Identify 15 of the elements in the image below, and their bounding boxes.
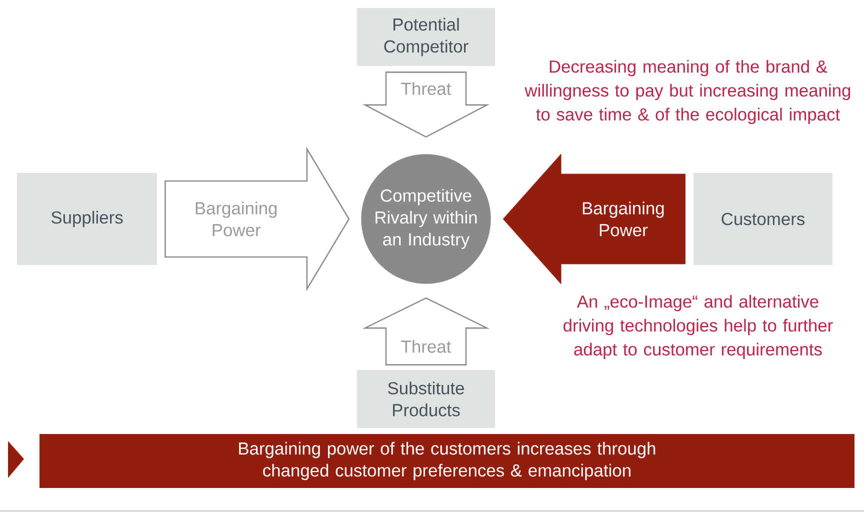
- block-arrow: [362, 297, 490, 366]
- edge-label: Bargaining Power: [582, 202, 664, 236]
- conclusion-banner: Bargaining power of the customers increases through changed customer preferences & emancipation: [40, 434, 854, 488]
- note-text: An „eco-Image“ and alternative driving technologies help to further adapt to customer requirements: [564, 294, 833, 360]
- block-arrow: [362, 72, 490, 138]
- edge-label: Threat: [401, 340, 452, 353]
- note-text: Decreasing meaning of the brand & willingness to pay but increasing meaning to save time & of the ecological impact: [524, 60, 850, 124]
- actor-box: Customers: [694, 173, 832, 265]
- actor-box: Suppliers: [17, 173, 157, 265]
- edge-label: Threat: [401, 82, 452, 95]
- block-arrow: [502, 154, 686, 284]
- edge-label: Bargaining Power: [196, 202, 277, 236]
- block-arrow: [164, 146, 350, 292]
- actor-box: Potential Competitor: [357, 8, 495, 66]
- actor-box: Substitute Products: [357, 370, 495, 428]
